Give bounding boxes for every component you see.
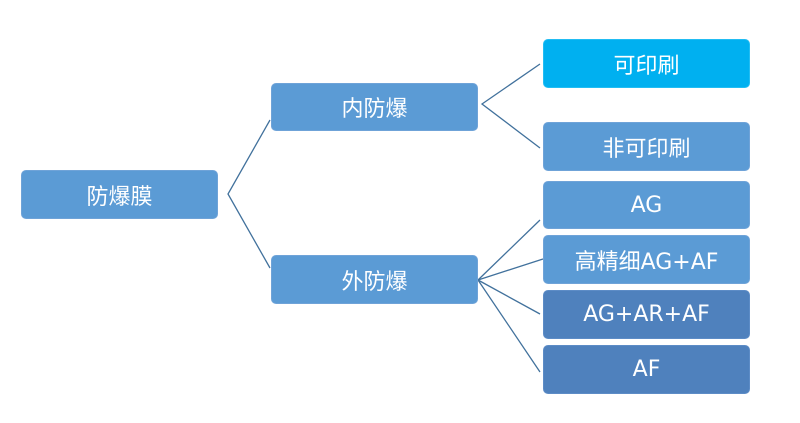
node-inner: 内防爆: [271, 83, 478, 131]
node-non-printable: 非可印刷: [543, 122, 750, 171]
connector-outer-af: [477, 279, 541, 373]
node-label: AG: [630, 192, 663, 218]
connector-outer-hd: [477, 258, 544, 281]
node-printable: 可印刷: [543, 39, 750, 88]
root-label: 防爆膜: [86, 184, 153, 210]
node-label: AG+AR+AF: [583, 302, 710, 327]
node-label: 高精细AG+AF: [574, 249, 719, 275]
node-label: 外防爆: [341, 269, 408, 295]
node-label: 内防爆: [341, 97, 408, 122]
node-ag: AG: [543, 181, 750, 229]
node-hd-ag-af: 高精细AG+AF: [543, 235, 750, 284]
root-node: 防爆膜: [21, 170, 218, 219]
node-ag-ar-af: AG+AR+AF: [543, 290, 750, 339]
connector-outer-ag: [477, 219, 541, 281]
connector-inner-children: [480, 63, 541, 149]
connector-outer-agaraf: [477, 279, 541, 315]
node-label: 可印刷: [613, 53, 680, 79]
node-outer: 外防爆: [271, 255, 478, 304]
node-label: 非可印刷: [602, 136, 691, 162]
node-label: AF: [632, 357, 661, 382]
connector-root-branches: [227, 119, 271, 269]
node-af: AF: [543, 345, 750, 394]
